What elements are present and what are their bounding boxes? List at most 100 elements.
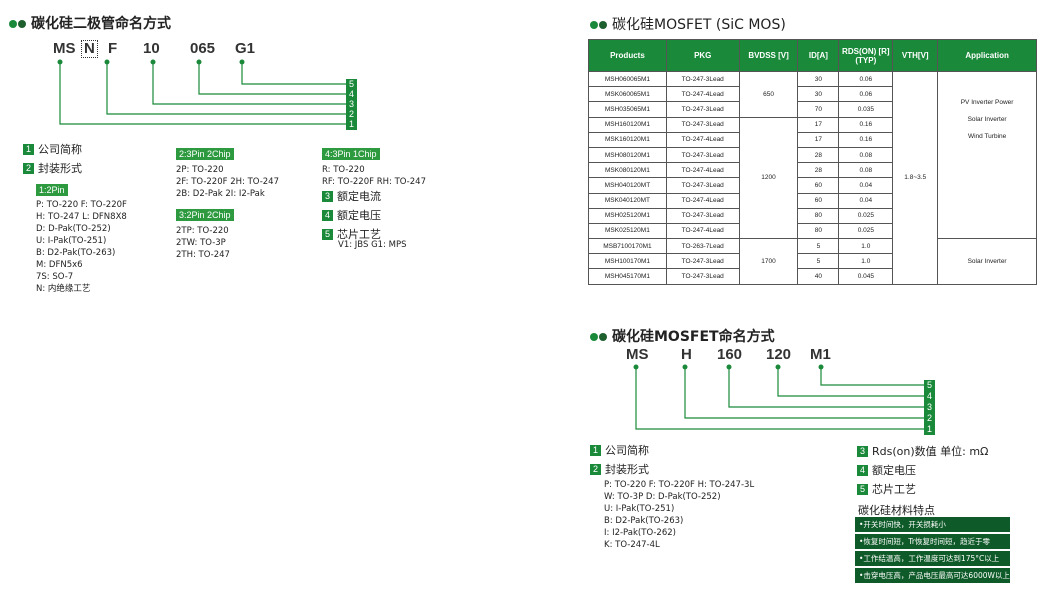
- cell-id: 30: [797, 70, 840, 88]
- application-line: PV Inverter Power: [960, 98, 1014, 106]
- marker-1: 1: [346, 119, 357, 130]
- marker-5: 5: [346, 79, 357, 90]
- code-ms: MS: [53, 40, 76, 57]
- mcode-ms: MS: [626, 346, 649, 363]
- cell-bvdss: 1700: [738, 238, 799, 285]
- cell-product: MSB7100170M1: [588, 238, 667, 255]
- features-list: •开关时间快，开关损耗小 •恢复时间短，Tr恢复时间短，趋近于零 •工作结温高，…: [855, 517, 1010, 585]
- item-label: 公司简称: [605, 444, 649, 457]
- pkg-line: 2F: TO-220F 2H: TO-247: [176, 177, 279, 187]
- cell-rdson: 0.025: [838, 222, 894, 240]
- pin1-tag: 1:2Pin: [36, 184, 68, 196]
- cell-pkg: TO-247-4Lead: [665, 222, 740, 240]
- cell-pkg: TO-247-3Lead: [665, 177, 740, 194]
- item-label: 额定电流: [337, 190, 381, 203]
- cell-pkg: TO-247-4Lead: [665, 131, 740, 148]
- cell-pkg: TO-247-4Lead: [665, 162, 740, 179]
- mcode-process: M1: [810, 346, 831, 363]
- cell-id: 40: [797, 268, 840, 285]
- pin43-block: 4:3Pin 1Chip R: TO-220 RF: TO-220F RH: T…: [322, 142, 426, 188]
- cell-product: MSK080120M1: [588, 162, 667, 179]
- cell-product: MSH160120M1: [588, 116, 667, 133]
- cell-pkg: TO-247-3Lead: [665, 253, 740, 270]
- mmarker-3: 3: [924, 402, 935, 413]
- feature-item: •击穿电压高，产品电压最高可达6000W以上: [855, 568, 1010, 583]
- bullet-icon: [590, 333, 598, 341]
- item-label: 额定电压: [872, 464, 916, 477]
- cell-rdson: 0.16: [838, 116, 894, 133]
- item-label: 芯片工艺: [872, 483, 916, 496]
- feature-item: •恢复时间短，Tr恢复时间短，趋近于零: [855, 534, 1010, 549]
- pin23-tag: 2:3Pin 2Chip: [176, 148, 234, 160]
- cell-bvdss: 650: [738, 71, 799, 118]
- application-line: Wind Turbine: [967, 132, 1007, 140]
- number-badge: 4: [322, 209, 333, 221]
- bullet-icon: [9, 20, 17, 28]
- pkg-line: I: I2-Pak(TO-262): [604, 528, 676, 538]
- code-n: N: [81, 40, 98, 58]
- pkg-line: RF: TO-220F RH: TO-247: [322, 177, 426, 187]
- mosfet-table-title: 碳化硅MOSFET (SiC MOS): [590, 14, 786, 34]
- cell-product: MSH060065M1: [588, 70, 667, 88]
- pkg-line: U: I-Pak(TO-251): [36, 236, 107, 246]
- cell-id: 28: [797, 162, 840, 179]
- cell-pkg: TO-247-3Lead: [665, 268, 740, 285]
- cell-rdson: 0.04: [838, 192, 894, 209]
- pin32-tag: 3:2Pin 2Chip: [176, 209, 234, 221]
- feature-item: •开关时间快，开关损耗小: [855, 517, 1010, 532]
- diode-naming-title-text: 碳化硅二极管命名方式: [31, 16, 171, 32]
- header-pkg: PKG: [665, 39, 740, 72]
- cell-rdson: 0.06: [838, 86, 894, 103]
- item-label: 封装形式: [605, 463, 649, 476]
- number-badge: 2: [590, 463, 601, 475]
- bullet-icon: [590, 21, 598, 29]
- cell-application-2: Solar Inverter: [937, 238, 1037, 285]
- pkg-line: 2TH: TO-247: [176, 250, 230, 260]
- cell-rdson: 0.08: [838, 146, 894, 164]
- code-voltage: 065: [190, 40, 216, 57]
- cell-rdson: 0.045: [838, 268, 894, 285]
- cell-rdson: 0.16: [838, 131, 894, 148]
- marker-4: 4: [346, 89, 357, 100]
- pin43-tag: 4:3Pin 1Chip: [322, 148, 380, 160]
- cell-id: 60: [797, 177, 840, 194]
- pkg-line: P: TO-220 F: TO-220F H: TO-247-3L: [604, 480, 755, 490]
- mcode-rds: 160: [717, 346, 743, 363]
- cell-product: MSH040120MT: [588, 177, 667, 194]
- cell-id: 70: [797, 101, 840, 118]
- number-badge: 5: [322, 228, 333, 240]
- cell-application-1: PV Inverter Power Solar Inverter Wind Tu…: [937, 70, 1037, 240]
- cell-id: 5: [797, 238, 840, 255]
- cell-product: MSH025120M1: [588, 207, 667, 224]
- cell-id: 60: [797, 192, 840, 209]
- item-label: 封装形式: [38, 162, 82, 175]
- mosfet-table-title-text: 碳化硅MOSFET (SiC MOS): [612, 17, 786, 33]
- pkg-line: 7S: SO-7: [36, 272, 74, 282]
- code-current: 10: [143, 40, 160, 57]
- cell-id: 80: [797, 207, 840, 224]
- number-badge: 5: [857, 483, 868, 495]
- mosfet-spec-table: Products PKG BVDSS [V] ID[A] RDS(ON) [R]…: [588, 39, 1037, 285]
- mcode-voltage: 120: [766, 346, 792, 363]
- mitem-process: 5 芯片工艺: [857, 481, 916, 497]
- pkg-line: D: D-Pak(TO-252): [36, 224, 111, 234]
- process-detail: V1: JBS G1: MPS: [338, 240, 407, 250]
- pkg-line: B: D2-Pak(TO-263): [604, 516, 684, 526]
- cell-product: MSH035065M1: [588, 101, 667, 118]
- pkg-line: K: TO-247-4L: [604, 540, 660, 550]
- cell-pkg: TO-247-4Lead: [665, 86, 740, 103]
- pkg-line: 2B: D2-Pak 2I: I2-Pak: [176, 189, 265, 199]
- header-application: Application: [937, 39, 1037, 72]
- pkg-line: H: TO-247 L: DFN8X8: [36, 212, 127, 222]
- pkg-line: 2TW: TO-3P: [176, 238, 226, 248]
- cell-id: 30: [797, 86, 840, 103]
- mosfet-connector-lines: [633, 364, 924, 430]
